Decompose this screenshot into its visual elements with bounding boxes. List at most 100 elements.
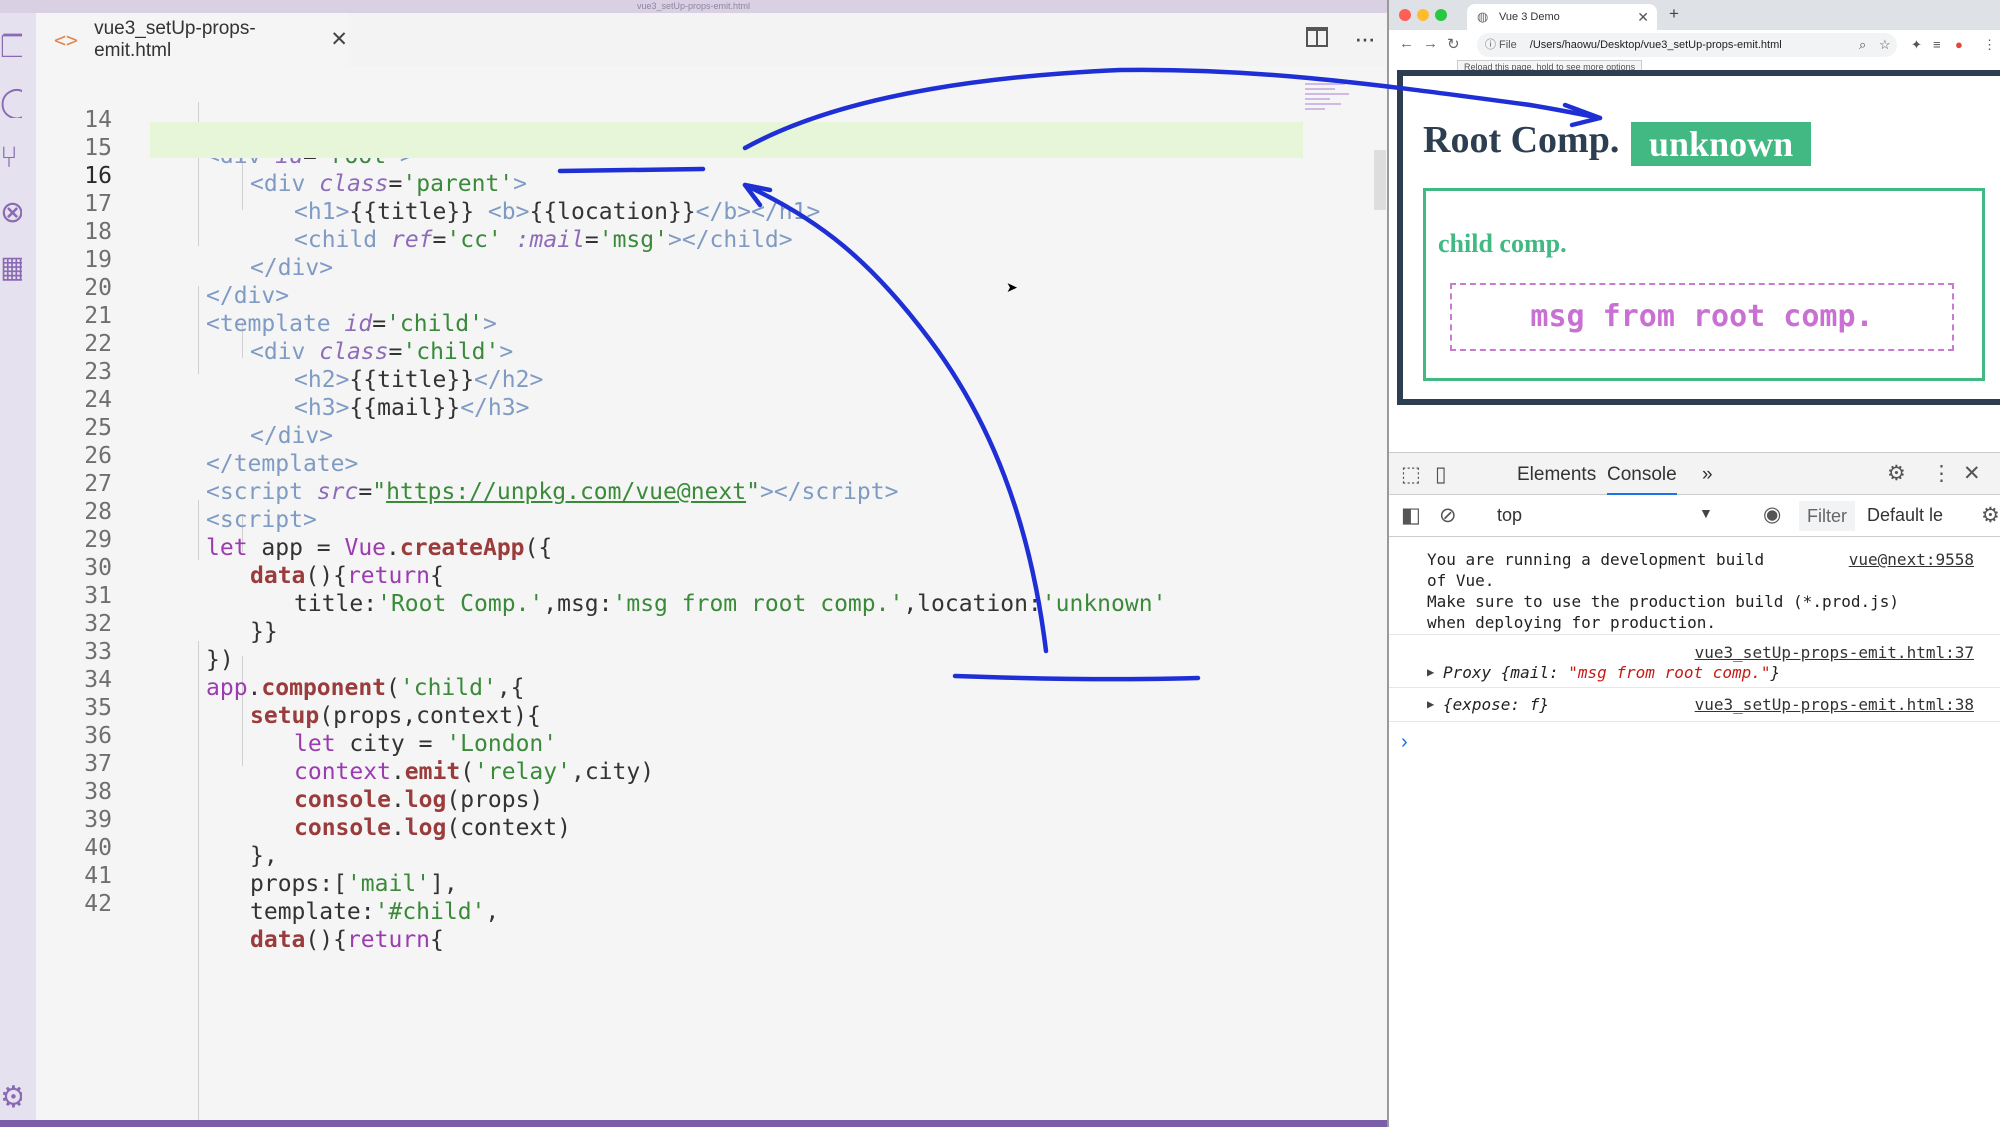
browser-menu-icon[interactable]: ⋮: [1983, 37, 1996, 52]
tab-console[interactable]: Console: [1607, 464, 1677, 496]
address-path: /Users/haowu/Desktop/vue3_setUp-props-em…: [1529, 39, 1782, 51]
code-line: 33 app.component('child',{: [84, 639, 525, 701]
new-tab-button[interactable]: +: [1669, 4, 1679, 23]
console-source-link[interactable]: vue@next:9558: [1848, 550, 1974, 569]
live-expression-eye-icon[interactable]: ◉: [1763, 503, 1782, 526]
explorer-icon[interactable]: ❐: [0, 33, 22, 63]
extensions-puzzle-icon[interactable]: ✦: [1911, 37, 1922, 52]
code-line: 41 template:'#child',: [84, 863, 500, 925]
reload-icon[interactable]: ↻: [1447, 36, 1460, 53]
indent-guide: [242, 322, 243, 358]
devtools-settings-icon[interactable]: ⚙: [1887, 462, 1906, 485]
console-message: ▶ {expose: f} vue3_setUp-props-emit.html…: [1389, 694, 2000, 722]
indent-guide: [242, 516, 243, 552]
code-line: 39 },: [84, 807, 278, 869]
code-line: 40 props:['mail'],: [84, 835, 458, 897]
back-icon[interactable]: ←: [1399, 35, 1414, 52]
editor-tab-label: vue3_setUp-props-emit.html: [94, 17, 256, 61]
indent-guide: [198, 102, 199, 246]
more-tabs-icon[interactable]: »: [1702, 464, 1713, 485]
code-line: 29 data(){return{: [84, 527, 444, 589]
sidebar-toggle-icon[interactable]: ◧: [1401, 504, 1421, 527]
code-line: 27 <script>: [84, 471, 317, 533]
code-line: 42 data(){return{: [84, 891, 444, 953]
devtools-menu-icon[interactable]: ⋮: [1931, 462, 1952, 485]
filter-input[interactable]: Filter: [1799, 501, 1855, 531]
settings-gear-icon[interactable]: ⚙: [0, 1083, 22, 1113]
maximize-window-button[interactable]: [1435, 9, 1447, 21]
close-tab-icon[interactable]: ✕: [1637, 9, 1649, 25]
indent-guide: [198, 286, 199, 374]
editor-scrollbar[interactable]: [1374, 150, 1386, 210]
child-component: child comp. msg from root comp.: [1423, 188, 1985, 381]
browser-window: ◍ Vue 3 Demo ✕ + ← → ↻ ⓘ File /Users/hao…: [1387, 0, 2000, 1127]
expand-triangle-icon[interactable]: ▶: [1427, 665, 1435, 679]
device-toolbar-icon[interactable]: ▯: [1435, 463, 1447, 486]
browser-tab[interactable]: ◍ Vue 3 Demo ✕: [1467, 4, 1657, 30]
editor-tab-bar: <> vue3_setUp-props-emit.html ✕ ···: [36, 13, 1387, 66]
page-viewport: Root Comp. unknown child comp. msg from …: [1397, 70, 2000, 405]
console-source-link[interactable]: vue3_setUp-props-emit.html:37: [1694, 643, 1974, 662]
zoom-icon[interactable]: ⌕: [1859, 37, 1867, 52]
split-editor-icon[interactable]: [1306, 27, 1328, 47]
address-scheme: File: [1499, 39, 1517, 51]
code-line: 25 </template>: [84, 415, 359, 477]
browser-tab-strip: ◍ Vue 3 Demo ✕ +: [1389, 0, 2000, 30]
console-toolbar: ◧ ⊘ top ▼ ◉ Filter Default le ⚙: [1389, 495, 2000, 537]
console-object: {expose: f}: [1443, 695, 1549, 714]
extensions-icon[interactable]: ▦: [0, 253, 22, 283]
browser-tab-title: Vue 3 Demo: [1499, 11, 1560, 23]
location-badge: unknown: [1631, 122, 1812, 166]
console-object: Proxy {mail: "msg from root comp."}: [1443, 663, 1781, 682]
indent-guide: [242, 138, 243, 210]
editor-tab-active[interactable]: <> vue3_setUp-props-emit.html ✕: [36, 13, 348, 66]
code-line: 38 console.log(context): [84, 779, 571, 841]
code-line: 19 </div>: [84, 247, 290, 309]
console-source-link[interactable]: vue3_setUp-props-emit.html:38: [1694, 695, 1974, 714]
address-bar[interactable]: ⓘ File /Users/haowu/Desktop/vue3_setUp-p…: [1477, 33, 1897, 57]
code-editor: vue3_setUp-props-emit.html ❐ ◯ ⑂ ⊗ ▦ ⚙ <…: [0, 0, 1387, 1127]
chevron-down-icon[interactable]: ▼: [1699, 505, 1713, 521]
star-icon[interactable]: ☆: [1879, 37, 1891, 52]
inspect-element-icon[interactable]: ⬚: [1401, 463, 1421, 486]
close-devtools-icon[interactable]: ✕: [1963, 462, 1981, 485]
code-line: 22 <h2>{{title}}</h2>: [84, 331, 544, 393]
clear-console-icon[interactable]: ⊘: [1439, 504, 1457, 527]
globe-icon: ◍: [1477, 9, 1489, 24]
debug-icon[interactable]: ⊗: [0, 198, 22, 228]
code-line: 23 <h3>{{mail}}</h3>: [84, 359, 530, 421]
root-heading: Root Comp.: [1423, 119, 1620, 161]
minimize-window-button[interactable]: [1417, 9, 1429, 21]
code-line: 20 <template id='child'>: [84, 275, 497, 337]
close-icon[interactable]: ✕: [330, 28, 348, 51]
mail-text: msg from root comp.: [1530, 299, 1874, 334]
script-src-link[interactable]: https://unpkg.com/vue@next: [386, 479, 747, 505]
source-control-icon[interactable]: ⑂: [0, 143, 18, 173]
browser-toolbar: ← → ↻ ⓘ File /Users/haowu/Desktop/vue3_s…: [1389, 30, 2000, 60]
reading-list-icon[interactable]: ≡: [1933, 37, 1941, 52]
code-line: 28 let app = Vue.createApp({: [84, 499, 553, 561]
log-levels-dropdown[interactable]: Default le: [1867, 505, 1944, 525]
code-line: 31 }}: [84, 583, 278, 645]
profile-avatar-icon[interactable]: ●: [1955, 37, 1963, 52]
minimap[interactable]: [1305, 80, 1365, 140]
forward-icon[interactable]: →: [1423, 35, 1438, 52]
indent-guide: [198, 641, 199, 1127]
search-icon[interactable]: ◯: [0, 88, 22, 118]
code-area[interactable]: 14 <div id='root'> 15 <div class='parent…: [36, 66, 1303, 1127]
info-icon[interactable]: ⓘ: [1485, 39, 1496, 51]
code-line: 24 </div>: [84, 387, 334, 449]
context-selector[interactable]: top: [1497, 505, 1523, 525]
console-settings-icon[interactable]: ⚙: [1981, 504, 2000, 527]
console-prompt[interactable]: ›: [1401, 731, 1408, 753]
tab-elements[interactable]: Elements: [1517, 464, 1597, 485]
expand-triangle-icon[interactable]: ▶: [1427, 697, 1435, 711]
indent-guide: [198, 500, 199, 560]
indent-guide: [242, 656, 243, 766]
code-line: 32 }): [84, 611, 234, 673]
code-line: 37 console.log(props): [84, 751, 544, 813]
mail-box: msg from root comp.: [1450, 283, 1954, 351]
activity-bar: ❐ ◯ ⑂ ⊗ ▦ ⚙: [0, 13, 36, 1127]
close-window-button[interactable]: [1399, 9, 1411, 21]
more-actions-icon[interactable]: ···: [1354, 23, 1376, 53]
